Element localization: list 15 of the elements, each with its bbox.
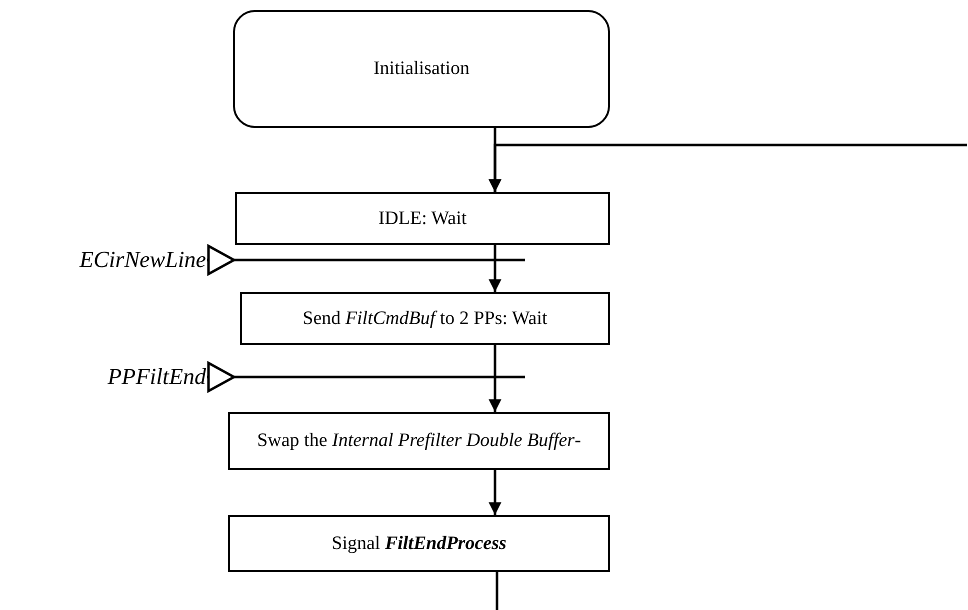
signal-input-line <box>207 244 525 276</box>
process-box <box>235 192 610 245</box>
step-text: Signal FiltEndProcess <box>332 532 506 554</box>
process-box <box>228 515 610 572</box>
connector-line <box>496 572 498 610</box>
step-text: Initialisation <box>373 58 470 80</box>
step-text: Send FiltCmdBuf to 2 PPs: Wait <box>302 308 548 330</box>
signal-label: ECirNewLine <box>79 247 206 273</box>
process-box <box>240 292 610 345</box>
step-text: Swap the Internal Prefilter Double Buffer- <box>257 430 581 452</box>
process-box <box>228 412 610 470</box>
step-text: IDLE: Wait <box>378 208 467 230</box>
signal-label: PPFiltEnd <box>108 364 206 390</box>
signal-input-line <box>207 362 525 392</box>
start-box <box>233 10 610 128</box>
